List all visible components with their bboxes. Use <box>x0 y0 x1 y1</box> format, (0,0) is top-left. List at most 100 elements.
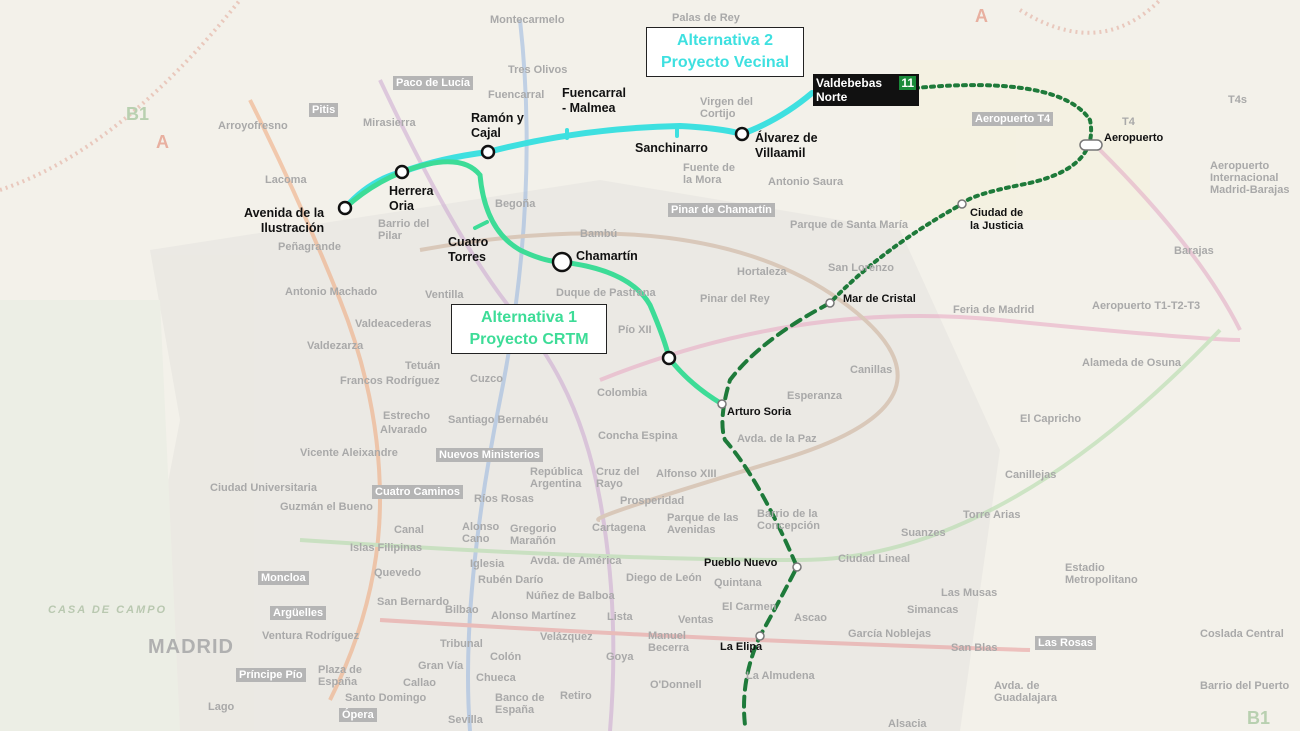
valdebebas-name: Valdebebas Norte <box>816 76 883 104</box>
background-station-label: Ciudad Universitaria <box>210 482 317 494</box>
background-station-label: Lista <box>607 611 633 623</box>
background-station-label: Retiro <box>560 690 592 702</box>
zone-a-label: A <box>156 132 169 152</box>
label-pueblo-nuevo: Pueblo Nuevo <box>704 557 778 569</box>
background-station-label: Ventilla <box>425 289 464 301</box>
line-dotted-zone-b1 <box>0 0 242 192</box>
interchange-station-label: Argüelles <box>270 606 327 620</box>
label-alvarez-villaamil: Álvarez de Villaamil <box>755 131 818 160</box>
background-station-label: Callao <box>403 677 437 689</box>
background-station-label: Francos Rodríguez <box>340 375 440 387</box>
line-blue <box>466 19 529 731</box>
background-station-label: Ríos Rosas <box>474 493 534 505</box>
background-station-label: Montecarmelo <box>490 14 565 26</box>
background-station-label: Núñez de Balboa <box>526 590 615 602</box>
background-station-label: San Blas <box>951 642 998 654</box>
background-station-label: Fuente de la Mora <box>683 162 735 186</box>
line-green <box>299 328 1222 563</box>
label-ciudad-justicia: Ciudad de la Justicia <box>970 207 1024 232</box>
background-station-label: Bilbao <box>445 604 479 616</box>
background-station-label: La Almudena <box>746 670 815 682</box>
label-fuencarral-malmea: Fuencarral - Malmea <box>562 86 626 115</box>
background-station-label: Estrecho <box>383 410 431 422</box>
label-chamartin: Chamartín <box>576 249 638 263</box>
background-station-label: Iglesia <box>470 558 505 570</box>
airport-extension-dotted <box>828 83 1094 305</box>
interchange-station-label: Las Rosas <box>1035 636 1097 650</box>
zone-b1-label: B1 <box>1247 708 1271 728</box>
station-unnamed[interactable] <box>661 350 677 366</box>
background-station-label: El Capricho <box>1020 413 1082 425</box>
background-station-label: Santo Domingo <box>345 692 427 704</box>
station-ramon-y-cajal[interactable] <box>480 144 496 160</box>
background-station-label: San Bernardo <box>377 596 450 608</box>
interchange-station-label: Pitis <box>309 103 339 117</box>
line-dotted-zone <box>1018 0 1162 35</box>
background-station-label: Vicente Aleixandre <box>300 447 398 459</box>
line-11-badge: 11 <box>899 76 916 90</box>
background-station-label: O'Donnell <box>650 679 702 691</box>
interchange-station-label: Moncloa <box>258 571 309 585</box>
line-brown <box>419 231 900 522</box>
background-station-label: Virgen del Cortijo <box>700 96 753 120</box>
background-station-label: Alfonso XIII <box>656 468 717 480</box>
background-station-label: Quintana <box>714 577 762 589</box>
background-station-label: Alameda de Osuna <box>1082 357 1182 369</box>
background-station-label: Sevilla <box>448 714 483 726</box>
background-station-label: Tres Olivos <box>508 64 568 76</box>
background-station-label: Parque de Santa María <box>790 219 908 231</box>
valdebebas-norte-label[interactable]: Valdebebas Norte 11 <box>813 74 919 106</box>
city-areas <box>0 60 1150 731</box>
background-station-label: Suanzes <box>901 527 946 539</box>
alternative-1-title: Alternativa 1 <box>480 309 578 326</box>
background-station-label: Coslada Central <box>1200 628 1284 640</box>
background-station-label: Aeropuerto T1-T2-T3 <box>1092 300 1201 312</box>
terminal-label: T4 <box>1122 116 1135 128</box>
background-station-label: Guzmán el Bueno <box>280 501 373 513</box>
station-chamartin[interactable] <box>551 251 573 273</box>
label-cuatro-torres: Cuatro Torres <box>448 235 489 264</box>
station-alvarez-villaamil[interactable] <box>734 126 750 142</box>
background-station-label: Velázquez <box>540 631 593 643</box>
label-herrera-oria: Herrera Oria <box>389 184 434 213</box>
background-station-label: Aeropuerto Internacional Madrid-Barajas <box>1210 160 1290 196</box>
interchange-station-label: Príncipe Pío <box>236 668 306 682</box>
background-station-label: Valdezarza <box>307 340 364 352</box>
background-station-label: Lago <box>208 701 235 713</box>
background-station-label: Tribunal <box>440 638 483 650</box>
background-station-label: Gran Vía <box>418 660 464 672</box>
background-station-label: Torre Arias <box>963 509 1021 521</box>
background-station-label: Canal <box>394 524 424 536</box>
background-station-label: Ascao <box>794 612 828 624</box>
background-station-label: Barrio del Pilar <box>378 218 430 242</box>
background-station-label: Las Musas <box>941 587 998 599</box>
background-station-label: Avda. de la Paz <box>737 433 817 445</box>
line-orange <box>248 99 383 701</box>
line-pink <box>599 314 1241 382</box>
background-station-label: Manuel Becerra <box>648 630 689 654</box>
background-station-label: Rubén Darío <box>478 574 544 586</box>
terminal-label: T4s <box>1228 94 1247 106</box>
interchange-station-label: Aeropuerto T4 <box>972 112 1054 126</box>
extension-dashed <box>720 301 832 727</box>
label-sanchinarro: Sanchinarro <box>635 141 708 155</box>
line-pink-airport <box>1098 148 1242 331</box>
background-station-label: Quevedo <box>374 567 422 579</box>
background-station-label: Plaza de España <box>318 664 363 688</box>
zone-b1-label: B1 <box>126 104 150 124</box>
background-station-label: Valdeacederas <box>355 318 432 330</box>
background-station-label: Estadio Metropolitano <box>1065 562 1138 586</box>
background-station-label: Barajas <box>1174 245 1214 257</box>
background-station-label: Antonio Machado <box>285 286 378 298</box>
background-station-label: Colombia <box>597 387 648 399</box>
alternative-1-subtitle: Proyecto CRTM <box>469 331 589 348</box>
background-station-label: Hortaleza <box>737 266 787 278</box>
station-avenida-ilustracion[interactable] <box>337 200 353 216</box>
background-station-label: Avda. de América <box>530 555 622 567</box>
background-station-label: García Noblejas <box>848 628 932 640</box>
background-station-label: Alonso Cano <box>462 521 500 545</box>
station-herrera-oria[interactable] <box>394 164 410 180</box>
background-station-label: Concha Espina <box>598 430 678 442</box>
label-avenida-ilustracion: Avenida de la Ilustración <box>244 206 325 235</box>
